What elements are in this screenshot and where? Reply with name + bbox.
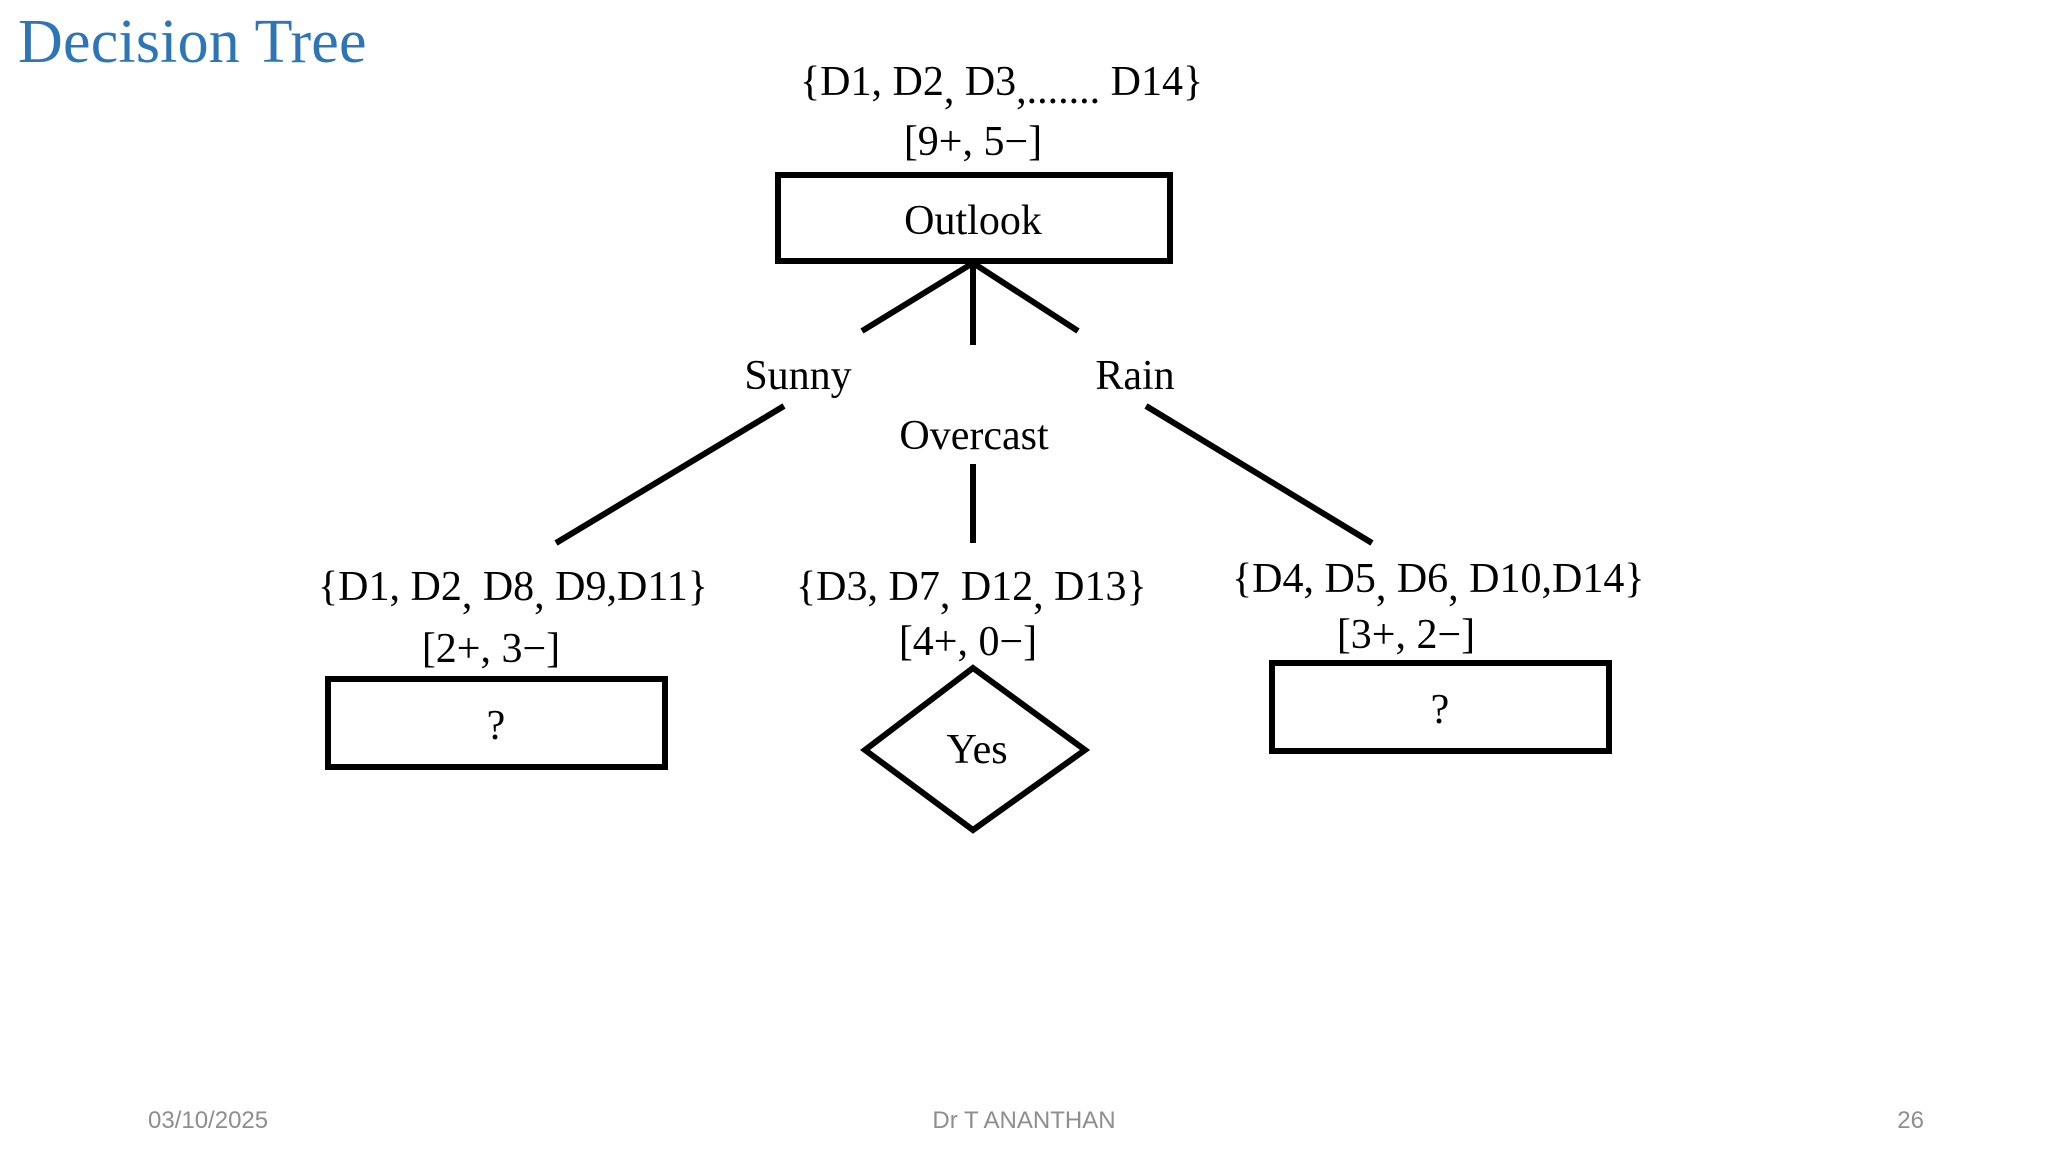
child-overcast-set-suffix: D13} (1044, 564, 1147, 610)
leaf-node-rain-box[interactable] (1269, 660, 1612, 754)
leaf-node-overcast-diamond[interactable] (859, 664, 1091, 834)
root-set-dots: ,....... (1016, 67, 1100, 113)
edge-label-sunny: Sunny (744, 353, 851, 399)
child-sunny-set-mid: D8 (472, 564, 534, 610)
child-sunny-set-label: {D1, D2, D8, D9,D11} (318, 564, 708, 618)
child-overcast-set-prefix: {D3, D7 (796, 564, 940, 610)
child-overcast-set-mid: D12 (950, 564, 1033, 610)
edge-sunny-upper (860, 260, 975, 334)
child-overcast-set-comma-2: , (1033, 572, 1044, 618)
child-sunny-set-comma-1: , (462, 572, 473, 618)
root-node-label: Outlook (904, 198, 1042, 244)
child-rain-counts-label: [3+, 2−] (1337, 612, 1475, 658)
leaf-node-rain-label: ? (1431, 687, 1450, 733)
edge-rain-upper (971, 260, 1080, 334)
edge-sunny-lower (554, 403, 786, 546)
child-sunny-set-suffix: D9,D11} (545, 564, 708, 610)
edge-rain-lower (1144, 403, 1374, 546)
child-rain-set-comma-1: , (1376, 564, 1387, 610)
child-rain-set-comma-2: , (1448, 564, 1459, 610)
child-overcast-set-comma-1: , (940, 572, 951, 618)
edge-label-overcast: Overcast (899, 413, 1049, 459)
child-sunny-set-comma-2: , (534, 572, 545, 618)
footer-author: Dr T ANANTHAN (932, 1107, 1116, 1134)
root-node-box[interactable] (775, 172, 1173, 264)
leaf-node-sunny-box[interactable] (325, 676, 668, 770)
edge-label-rain: Rain (1095, 353, 1174, 399)
root-set-suffix: D14} (1100, 59, 1203, 105)
child-rain-set-prefix: {D4, D5 (1232, 556, 1376, 602)
child-rain-set-label: {D4, D5, D6, D10,D14} (1232, 556, 1645, 610)
child-overcast-set-label: {D3, D7, D12, D13} (796, 564, 1147, 618)
root-set-prefix: {D1, D2 (800, 59, 944, 105)
root-set-mid: D3 (954, 59, 1016, 105)
child-rain-set-mid: D6 (1386, 556, 1448, 602)
child-sunny-set-prefix: {D1, D2 (318, 564, 462, 610)
leaf-node-overcast-label: Yes (946, 727, 1007, 773)
child-overcast-counts-label: [4+, 0−] (899, 619, 1037, 665)
root-set-label: {D1, D2, D3,....... D14} (800, 59, 1203, 113)
child-sunny-counts-label: [2+, 3−] (422, 626, 560, 672)
child-rain-set-suffix: D10,D14} (1459, 556, 1645, 602)
root-set-comma-1: , (944, 67, 955, 113)
page-title: Decision Tree (18, 8, 367, 76)
root-counts-label: [9+, 5−] (904, 119, 1042, 165)
footer-date: 03/10/2025 (148, 1107, 269, 1134)
leaf-node-sunny-label: ? (487, 703, 506, 749)
footer-page-number: 26 (1897, 1107, 1924, 1134)
